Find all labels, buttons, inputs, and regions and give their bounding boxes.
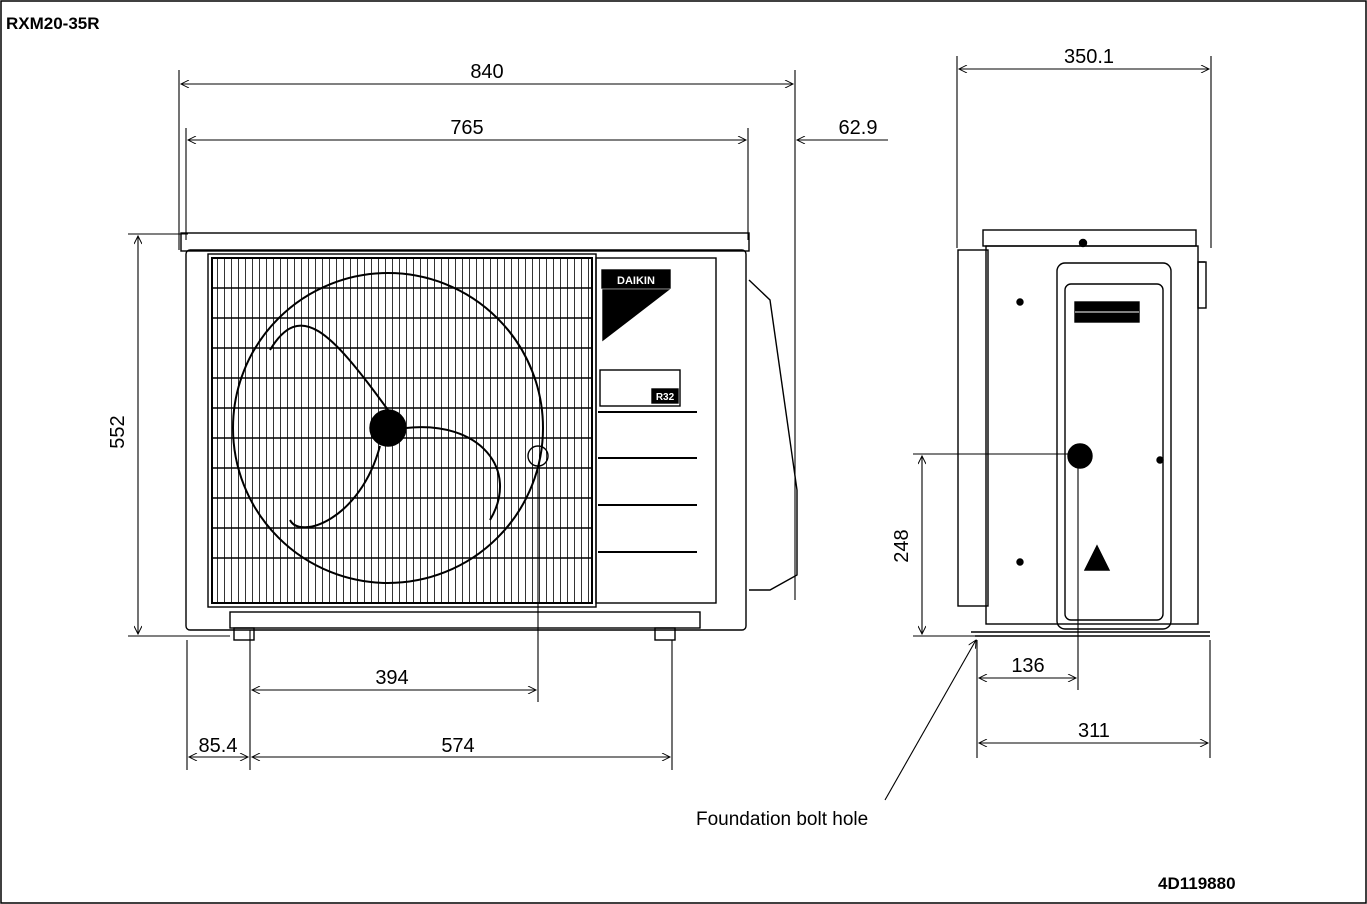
dim-248: 248 — [891, 529, 913, 562]
dim-840: 840 — [470, 61, 503, 83]
dim-765: 765 — [450, 117, 483, 139]
document-number: 4D119880 — [1158, 874, 1236, 893]
dim-85-4: 85.4 — [199, 735, 238, 757]
brand-logo — [601, 269, 671, 289]
dim-311: 311 — [1078, 720, 1110, 742]
dim-350-1: 350.1 — [1064, 46, 1114, 68]
model-label: RXM20-35R — [6, 14, 100, 33]
dim-552: 552 — [107, 415, 129, 448]
dim-62-9: 62.9 — [839, 117, 878, 139]
refrigerant-badge: R32 — [656, 392, 675, 403]
dim-574: 574 — [441, 735, 474, 757]
dim-136: 136 — [1011, 655, 1044, 677]
foundation-bolt-hole-note: Foundation bolt hole — [696, 809, 869, 830]
side-dimensions — [884, 56, 1212, 801]
front-dimensions — [128, 70, 888, 770]
brand-logo-text: DAIKIN — [617, 275, 655, 287]
side-view — [957, 229, 1210, 637]
fan-hub — [369, 409, 407, 447]
dim-394: 394 — [375, 667, 408, 689]
front-view: DAIKIN R32 — [180, 232, 798, 641]
